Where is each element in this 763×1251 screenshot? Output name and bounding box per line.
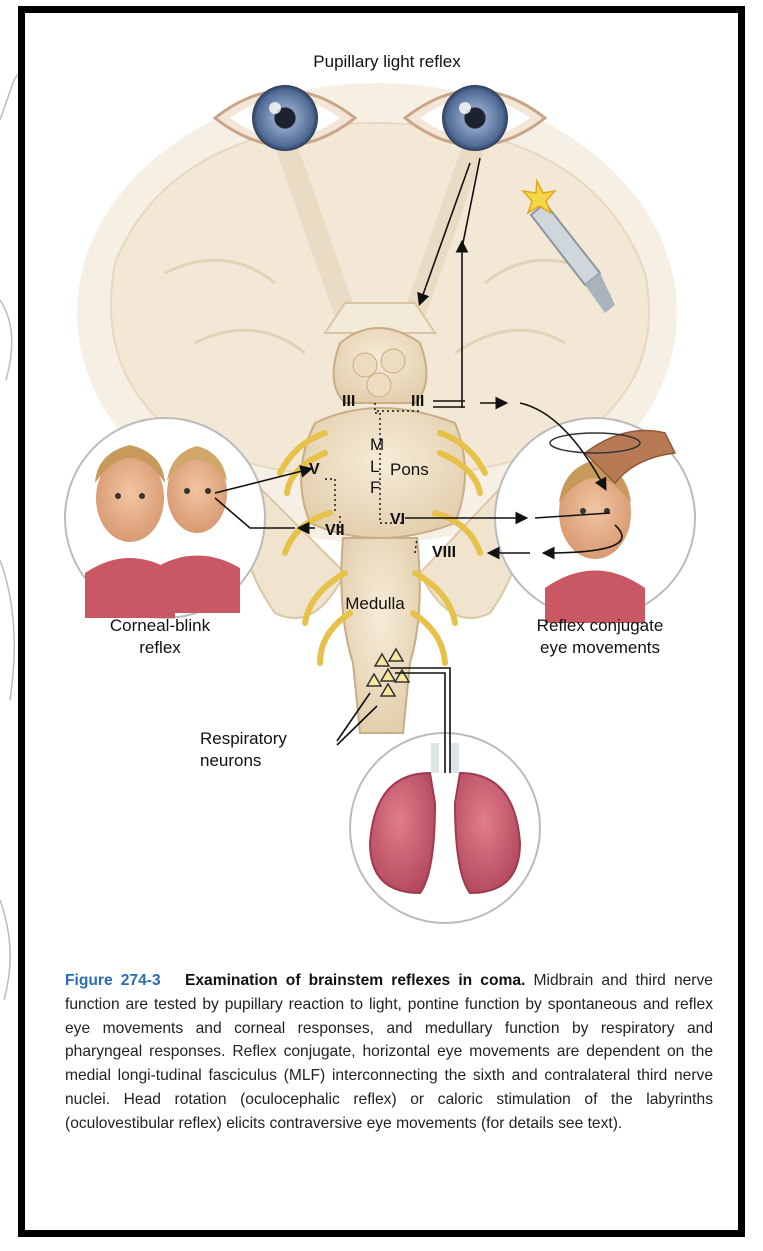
corneal-blink-circle [65, 418, 265, 618]
nerve-iii-right: III [411, 393, 424, 411]
figure-frame: Pupillary light reflex III III V VI VII … [18, 6, 745, 1237]
nerve-vii: VII [325, 522, 345, 540]
nerve-vi: VI [390, 511, 405, 529]
mlf-letter-m: M [370, 435, 384, 454]
mlf-letter-f: F [370, 478, 380, 497]
medulla [341, 538, 419, 733]
figure-title: Examination of brainstem reflexes in com… [185, 972, 525, 989]
brainstem-reflex-diagram [25, 13, 738, 953]
nerve-viii: VIII [432, 544, 456, 562]
reflex-conjugate-circle [495, 418, 695, 623]
medulla-label: Medulla [335, 593, 415, 615]
nerve-iii-left: III [342, 393, 355, 411]
mlf-letter-l: L [370, 457, 379, 476]
respiratory-neurons-label: Respiratory neurons [200, 728, 330, 772]
figure-caption: Figure 274-3 Examination of brainstem re… [65, 969, 713, 1136]
nerve-v: V [309, 461, 320, 479]
pons-label: Pons [390, 459, 450, 481]
reflex-conjugate-label: Reflex conjugate eye movements [505, 615, 695, 659]
caption-body: Midbrain and third nerve function are te… [65, 972, 713, 1132]
figure-number: Figure 274-3 [65, 972, 161, 989]
pupillary-light-reflex-title: Pupillary light reflex [272, 51, 502, 73]
corneal-blink-label: Corneal-blink reflex [70, 615, 250, 659]
